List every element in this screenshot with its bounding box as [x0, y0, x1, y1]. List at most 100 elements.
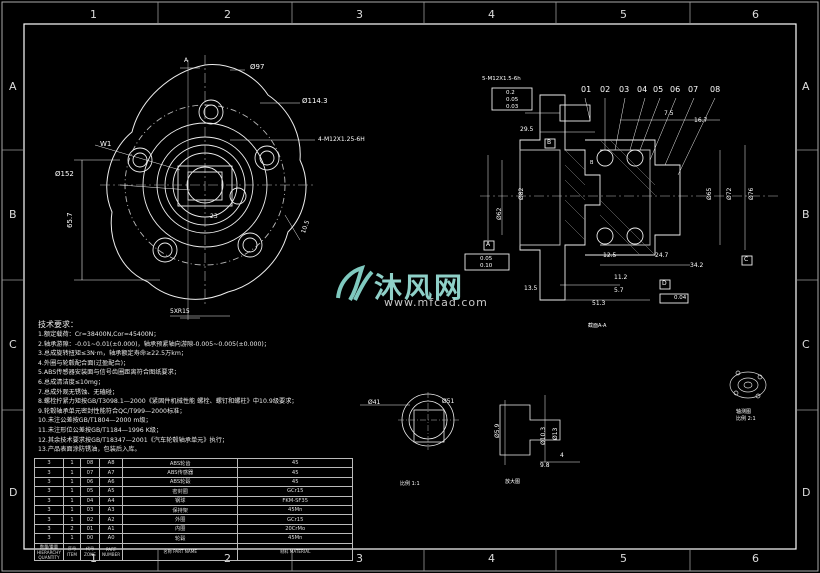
zone-col-3-bottom: 3 — [356, 552, 363, 565]
bom-cell: 02 — [79, 514, 100, 525]
bom-header-cell: 名称 PART NAME — [122, 542, 239, 561]
zone-col-2: 2 — [224, 8, 231, 21]
bom-cell: 00 — [79, 533, 100, 544]
bom-cell: 3 — [34, 504, 64, 516]
bom-cell: A8 — [98, 457, 124, 469]
caption-isometric: 轴测图 — [736, 409, 752, 415]
dim-d5-9: Ø5.9 — [494, 423, 501, 438]
note-line: 7.总成外观无锈蚀、无磕碰； — [38, 388, 119, 396]
bom-cell: 3 — [34, 514, 64, 525]
datum-a: A — [486, 241, 491, 248]
watermark: 沐风网 www.mfcad.com — [328, 266, 498, 312]
label-w1: W1 — [100, 140, 112, 148]
datum-d: D — [662, 280, 667, 287]
bom-header-cell: 数量/重量 HIERARCHY QUANTITY — [34, 542, 64, 561]
bom-cell: A2 — [98, 514, 124, 525]
zone-row-c-right: C — [802, 338, 810, 351]
watermark-logo-icon — [336, 265, 374, 302]
dim-thread-top: 5-M12X1.5-6h — [482, 76, 521, 82]
bom-cell: 45 — [237, 467, 354, 478]
note-line: 10.未注公差按GB/T1804—2000 m级； — [38, 417, 152, 425]
bom-cell: A7 — [98, 467, 124, 478]
bom-cell: 03 — [79, 504, 100, 516]
caption-scale-small: 比例 2:1 — [736, 416, 756, 422]
dim-34-2: 34.2 — [690, 262, 704, 269]
watermark-url: www.mfcad.com — [384, 296, 488, 309]
callout-07: 07 — [688, 85, 699, 94]
bom-cell: 45 — [237, 457, 354, 469]
bom-cell: 1 — [62, 504, 81, 516]
bom-header-cell: 材料 MATERIAL — [237, 542, 354, 561]
caption-view-b: B — [590, 160, 594, 166]
note-line: 8.螺栓拧紧力矩按GB/T3098.1—2000《紧固件机械性能 螺栓、螺钉和螺… — [38, 398, 298, 406]
bom-cell: 07 — [79, 467, 100, 478]
dim-11-2: 11.2 — [614, 274, 628, 281]
detail-view-bolt — [360, 392, 460, 450]
zone-col-1: 1 — [90, 8, 97, 21]
tol-a: 0.05 — [480, 256, 493, 262]
bom-cell: 3 — [34, 486, 64, 497]
bom-cell: ABS轮齿 — [122, 457, 239, 469]
datum-c: C — [744, 256, 749, 263]
bom-cell: 轮毂 — [122, 533, 239, 544]
zone-row-a: A — [9, 80, 17, 93]
bom-cell: 04 — [79, 495, 100, 506]
bom-cell: 钢球 — [122, 495, 239, 506]
dim-51-3: 51.3 — [592, 300, 606, 307]
note-line: 12.其余技术要求按GB/T18347—2001《汽车轮毂轴承单元》执行； — [38, 436, 229, 444]
dim-12-5: 12.5 — [603, 252, 617, 259]
caption-scale-mid: 比例 1:1 — [400, 481, 420, 487]
section-mark-top: A — [184, 57, 189, 64]
note-line: 11.未注形位公差按GB/T1184—1996 K级； — [38, 426, 163, 434]
zone-row-d: D — [9, 486, 18, 499]
callout-02: 02 — [600, 85, 611, 94]
bom-cell: 3 — [34, 523, 64, 535]
callout-06: 06 — [670, 85, 681, 94]
bom-cell: 3 — [34, 457, 64, 469]
note-line: 6.总成清洁度≤10mg； — [38, 378, 105, 386]
callout-08: 08 — [710, 85, 721, 94]
bom-cell: A3 — [98, 504, 124, 516]
bom-cell: FKM-SF35 — [237, 495, 354, 506]
note-line: 2.轴承游隙：-0.01~0.01(±0.000)，轴承预紧轴向游隙-0.005… — [38, 340, 270, 348]
note-line: 5.ABS传感器安装面与信号齿圈距离符合图纸要求； — [38, 369, 180, 377]
zone-col-5-bottom: 5 — [620, 552, 627, 565]
note-line: 3.总成旋转扭矩≤3N·m，轴承额定寿命≥22.5万km； — [38, 350, 188, 358]
bom-cell: 05 — [79, 486, 100, 497]
dim-d152: Ø152 — [55, 170, 74, 178]
bom-cell: 45 — [237, 476, 354, 488]
zone-row-b: B — [9, 208, 17, 221]
bom-cell: 1 — [62, 476, 81, 488]
watermark-title: 沐风网 — [374, 271, 465, 304]
tol-3: 0.03 — [506, 104, 519, 110]
bom-cell: 1 — [62, 533, 81, 544]
dim-d10-3: Ø10.3 — [540, 426, 547, 445]
bom-cell: 01 — [79, 523, 100, 535]
bom-cell: 3 — [34, 467, 64, 478]
bom-cell: 3 — [34, 533, 64, 544]
bom-cell: 2 — [62, 523, 81, 535]
zone-row-c: C — [9, 338, 17, 351]
bom-cell: 1 — [62, 495, 81, 506]
tol-c: 0.10 — [480, 263, 493, 269]
technical-notes: 技术要求： 1.额定载荷：Cr=38400N,Cor=45400N； 2.轴承游… — [38, 320, 348, 455]
dim-thread-nut: 5XR15 — [170, 308, 190, 315]
bom-cell: 20CrMo — [237, 523, 354, 535]
dim-thread-bolt: 4-M12X1.25-6H — [318, 136, 365, 143]
dim-d65: Ø65 — [706, 187, 713, 200]
section-view — [464, 87, 780, 304]
note-line: 1.额定载荷：Cr=38400N,Cor=45400N； — [38, 331, 160, 338]
dim-d13: Ø13 — [552, 427, 559, 440]
bom-cell: A5 — [98, 486, 124, 497]
dim-29-5: 29.5 — [520, 126, 534, 133]
front-view — [74, 55, 315, 320]
dim-5-7: 5.7 — [614, 287, 624, 294]
bom-cell: A1 — [98, 523, 124, 535]
